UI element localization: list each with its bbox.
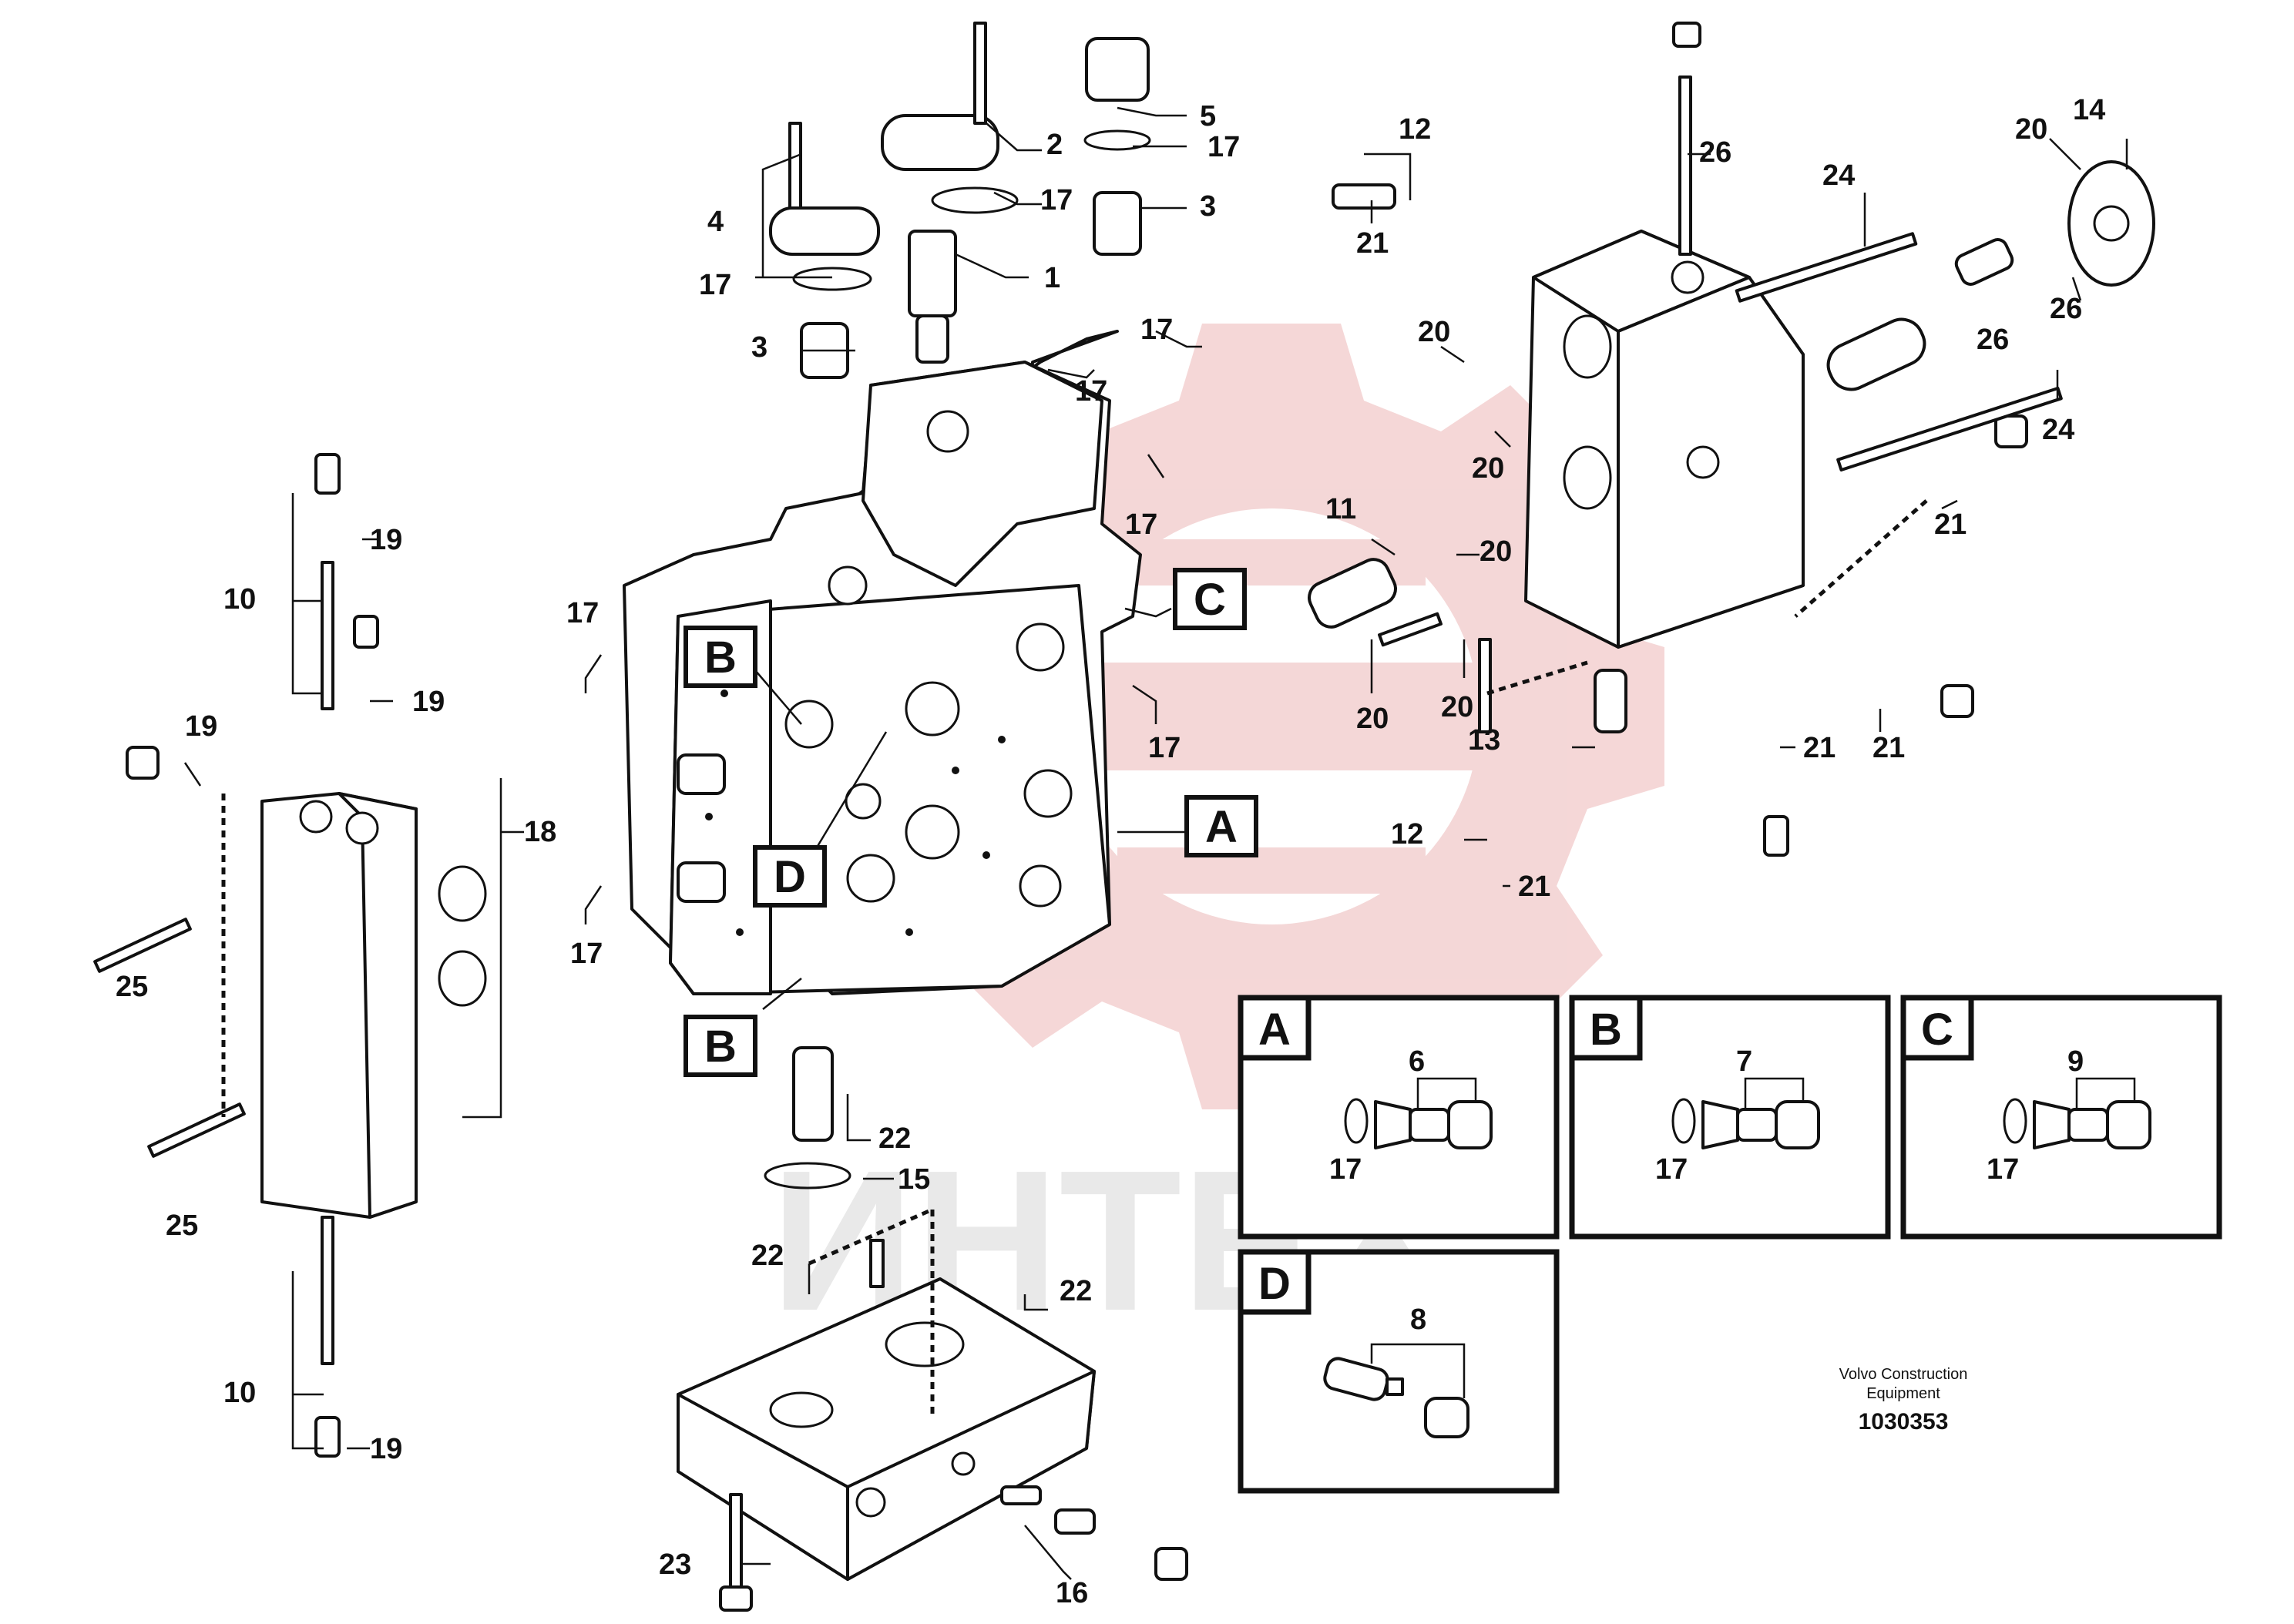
callout-20-f: 20 xyxy=(1441,691,1473,723)
callout-17-g: 17 xyxy=(566,597,599,629)
callout-21-e: 21 xyxy=(1518,871,1550,903)
callout-19-c: 19 xyxy=(185,710,217,743)
detail-panel-b: B 7 17 xyxy=(1569,995,1891,1240)
callout-17-e: 17 xyxy=(1140,314,1173,346)
callout-26-a: 26 xyxy=(1699,136,1731,169)
tag-a-label: A xyxy=(1205,802,1238,852)
callout-20-b: 20 xyxy=(1418,316,1450,348)
main-spool-stack xyxy=(769,22,1151,379)
callout-17-b: 17 xyxy=(1040,184,1073,216)
detail-panel-a: A 6 17 xyxy=(1238,995,1560,1240)
callout-17-h: 17 xyxy=(1148,732,1181,764)
callout-20-d: 20 xyxy=(1480,535,1512,568)
detail-b-callout-17: 17 xyxy=(1655,1153,1688,1186)
callout-26-b: 26 xyxy=(1977,324,2009,356)
callout-20-a: 20 xyxy=(2015,113,2047,146)
callout-25-b: 25 xyxy=(166,1210,198,1242)
detail-c-callout-17: 17 xyxy=(1987,1153,2019,1186)
tag-b-top-label: B xyxy=(704,632,737,683)
callout-15: 15 xyxy=(898,1163,930,1196)
callout-25-a: 25 xyxy=(116,971,148,1003)
detail-a-callout-6: 6 xyxy=(1409,1045,1425,1078)
callout-19-b: 19 xyxy=(412,686,445,718)
left-valve-block xyxy=(93,453,487,1458)
callout-17-a: 17 xyxy=(1207,131,1240,163)
callout-21-c: 21 xyxy=(1803,732,1836,764)
callout-10-top: 10 xyxy=(223,583,256,616)
detail-panel-d: D 8 xyxy=(1238,1249,1560,1494)
detail-c-callout-9: 9 xyxy=(2067,1045,2084,1078)
callout-18: 18 xyxy=(524,816,556,848)
callout-3-top: 3 xyxy=(1200,190,1216,223)
callout-13: 13 xyxy=(1468,724,1500,757)
callout-4: 4 xyxy=(707,206,724,238)
callout-20-e: 20 xyxy=(1356,703,1389,735)
callout-12-bottom: 12 xyxy=(1391,818,1423,851)
callout-20-c: 20 xyxy=(1472,452,1504,485)
title-block: Volvo Construction Equipment 1030353 xyxy=(1839,1366,1968,1434)
right-valve-block xyxy=(1308,22,2155,857)
callout-23: 23 xyxy=(659,1549,691,1581)
callout-19-a: 19 xyxy=(370,524,402,556)
callout-2: 2 xyxy=(1046,129,1063,161)
brand-line-2: Equipment xyxy=(1866,1385,1940,1402)
brand-line-1: Volvo Construction xyxy=(1839,1366,1968,1383)
tag-b-bottom-label: B xyxy=(704,1022,737,1072)
callout-22-a: 22 xyxy=(878,1122,911,1155)
detail-b-label: B xyxy=(1590,1005,1622,1055)
callout-17-f: 17 xyxy=(1125,508,1157,541)
detail-a-callout-17: 17 xyxy=(1329,1153,1362,1186)
detail-d-callout-8: 8 xyxy=(1410,1304,1426,1336)
callout-10-bottom: 10 xyxy=(223,1377,256,1409)
callout-22-b: 22 xyxy=(751,1240,784,1272)
callout-1: 1 xyxy=(1044,262,1060,294)
detail-b-callout-7: 7 xyxy=(1736,1045,1752,1078)
callout-numbers: 1 2 3 3 4 5 10 10 11 12 12 13 14 15 16 1… xyxy=(116,94,2105,1609)
callout-24-a: 24 xyxy=(1822,159,1855,192)
section-tags-main: B C A D B xyxy=(683,568,1258,1077)
detail-c-label: C xyxy=(1921,1005,1953,1055)
callout-14: 14 xyxy=(2073,94,2105,126)
detail-d-label: D xyxy=(1258,1259,1291,1309)
callout-16: 16 xyxy=(1056,1577,1088,1609)
callout-17-i: 17 xyxy=(570,938,603,970)
callout-5: 5 xyxy=(1200,100,1216,133)
callout-12-top: 12 xyxy=(1399,113,1431,146)
tag-d-label: D xyxy=(774,852,806,902)
detail-a-label: A xyxy=(1258,1005,1291,1055)
callout-21-a: 21 xyxy=(1356,227,1389,260)
callout-21-d: 21 xyxy=(1872,732,1905,764)
leader-lines xyxy=(183,106,2128,1580)
callout-24-b: 24 xyxy=(2042,414,2074,446)
callout-26-c: 26 xyxy=(2050,293,2082,325)
callout-21-b: 21 xyxy=(1934,508,1967,541)
callout-22-c: 22 xyxy=(1060,1275,1092,1307)
callout-3-left: 3 xyxy=(751,331,767,364)
detail-panel-c: C 9 17 xyxy=(1900,995,2222,1240)
document-number: 1030353 xyxy=(1859,1409,1949,1434)
callout-11: 11 xyxy=(1325,493,1356,525)
callout-19-d: 19 xyxy=(370,1433,402,1465)
bottom-plate xyxy=(677,1046,1188,1612)
tag-c-label: C xyxy=(1194,575,1226,625)
callout-17-d: 17 xyxy=(1075,375,1107,408)
callout-17-c: 17 xyxy=(699,269,731,301)
